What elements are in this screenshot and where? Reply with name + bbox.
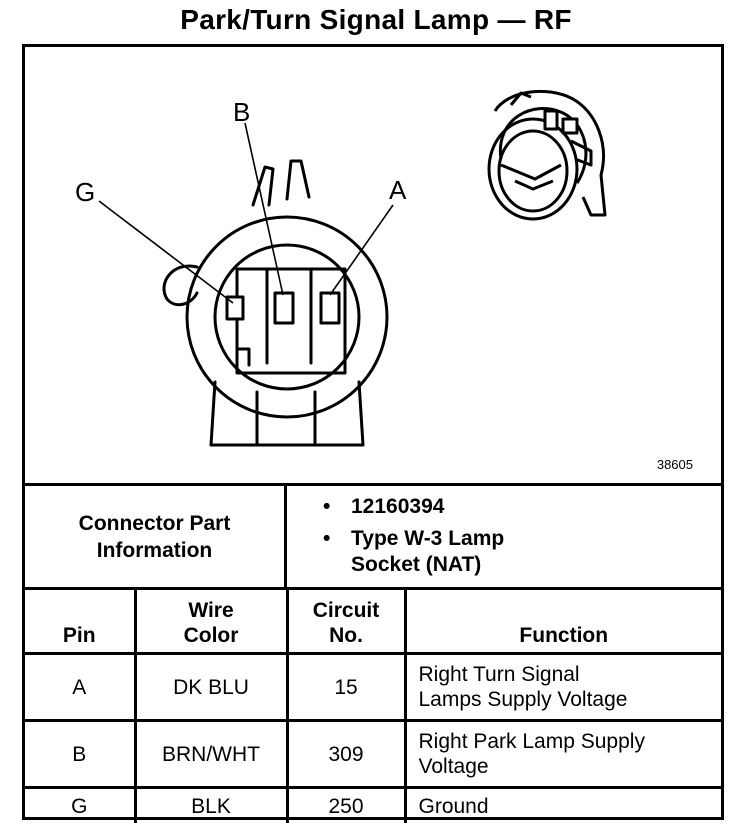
connector-housing-body (209, 380, 365, 447)
terminal-cavity (235, 267, 347, 375)
circuit-cell: 250 (285, 786, 407, 823)
socket-type-line2: Socket (NAT) (351, 553, 482, 576)
function-cell: Right Park Lamp Supply Voltage (403, 719, 721, 789)
connector-info-item: • 12160394 (323, 494, 721, 520)
wire-color-cell: DK BLU (133, 652, 289, 722)
leader-line-g (98, 200, 234, 304)
pin-cell: G (25, 786, 137, 823)
latch-tab-right (285, 159, 311, 201)
connector-info-item: • Type W-3 Lamp Socket (NAT) (323, 526, 721, 578)
bullet-icon: • (323, 495, 331, 518)
table-row: A DK BLU 15 Right Turn Signal Lamps Supp… (25, 652, 721, 722)
wire-color-cell: BRN/WHT (133, 719, 289, 789)
pin-table-header: Pin Wire Color Circuit No. Function (25, 587, 721, 655)
header-wire-color: Wire Color (133, 587, 289, 655)
connector-info-list: • 12160394 • Type W-3 Lamp Socket (NAT) (287, 486, 721, 587)
connector-diagram: G B A 38605 (25, 47, 721, 483)
connector-info-label-line1: Connector Part (78, 511, 231, 535)
locking-ear (162, 264, 199, 307)
pin-cell: A (25, 652, 137, 722)
figure-number: 38605 (656, 457, 693, 472)
bullet-icon: • (323, 527, 331, 550)
pin-cell: B (25, 719, 137, 789)
key-slot (235, 347, 251, 367)
terminal-a (319, 291, 341, 325)
callout-a: A (389, 175, 407, 205)
leader-line-a (329, 204, 394, 296)
page-title: Park/Turn Signal Lamp — RF (180, 4, 572, 35)
connector-sheet: G B A 38605 Connector Part (22, 44, 724, 823)
table-row: B BRN/WHT 309 Right Park Lamp Supply Vol… (25, 719, 721, 789)
socket-type-line1: Type W-3 Lamp (351, 527, 505, 550)
socket-inner-bore (213, 243, 361, 391)
callout-g: G (75, 177, 95, 207)
socket-isometric-view (487, 89, 607, 221)
header-pin: Pin (25, 587, 137, 655)
header-function: Function (403, 587, 721, 655)
pin-table: Pin Wire Color Circuit No. Function A DK… (25, 587, 721, 823)
wire-color-cell: BLK (133, 786, 289, 823)
circuit-cell: 309 (285, 719, 407, 789)
function-cell: Ground (403, 786, 721, 823)
leader-line-b (244, 122, 284, 296)
connector-face-drawing: G B A (75, 89, 607, 447)
connector-info-row: Connector Part Information • 12160394 • … (25, 483, 721, 587)
table-row: G BLK 250 Ground (25, 786, 721, 823)
header-circuit-no: Circuit No. (285, 587, 407, 655)
part-number: 12160394 (351, 495, 445, 518)
connector-info-label-line2: Information (96, 538, 213, 562)
terminal-b (273, 291, 295, 325)
function-cell: Right Turn Signal Lamps Supply Voltage (403, 652, 721, 722)
circuit-cell: 15 (285, 652, 407, 722)
terminal-g (225, 295, 245, 321)
connector-info-label: Connector Part Information (25, 486, 287, 587)
callout-b: B (233, 97, 250, 127)
socket-outer-ring (185, 215, 389, 419)
